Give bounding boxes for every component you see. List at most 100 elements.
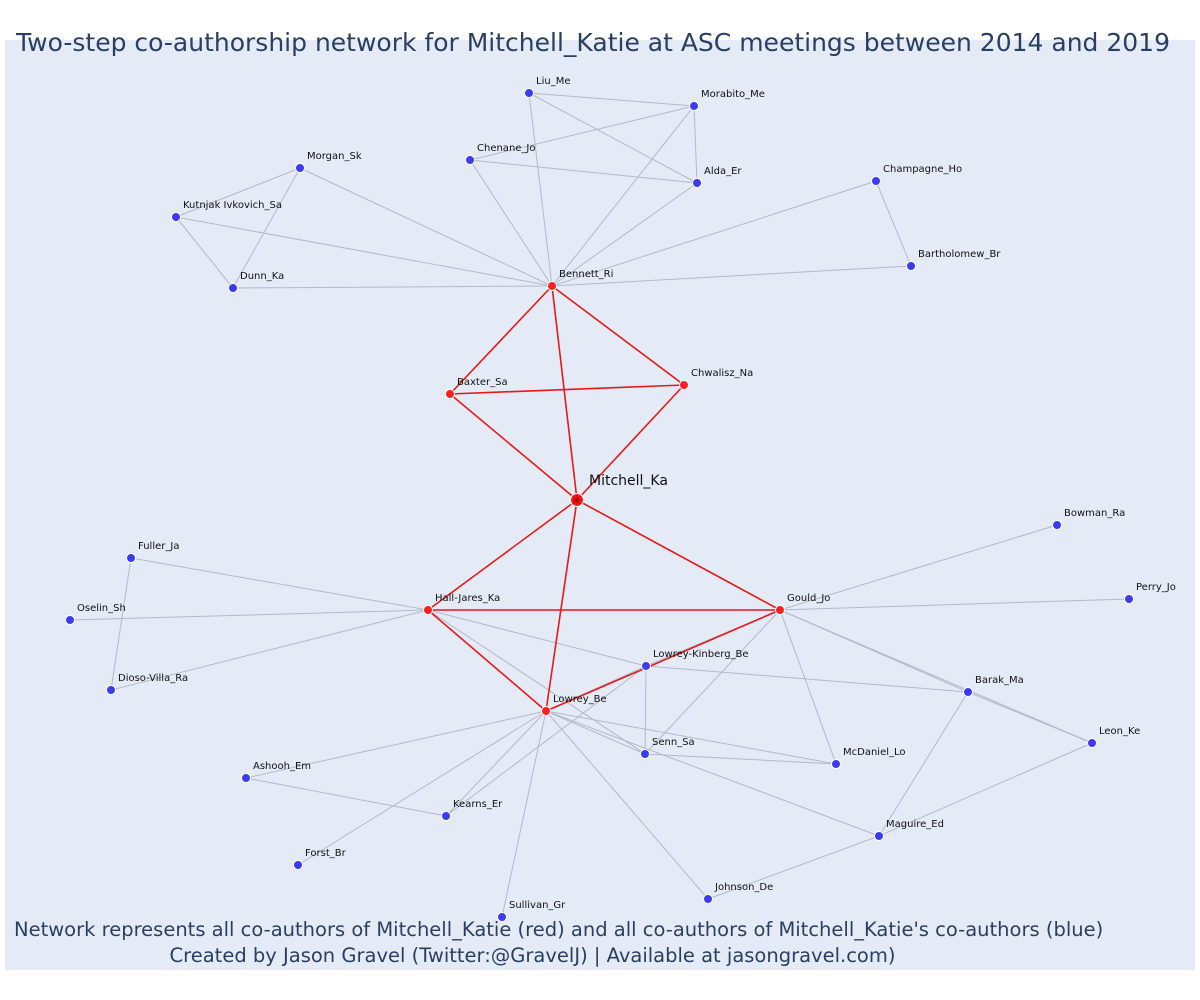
node-dioso-villa-ra[interactable]: [106, 685, 116, 695]
node-label-kearns-er: Kearns_Er: [453, 799, 503, 810]
edge-barak-ma-maguire-ed: [878, 691, 969, 837]
edge-bennett-ri-alda-er: [551, 182, 698, 287]
edge-morabito-me-alda-er: [693, 105, 698, 184]
node-ashooh-em[interactable]: [241, 773, 251, 783]
node-label-kutnjak-ivkovich-sa: Kutnjak Ivkovich_Sa: [183, 200, 282, 211]
edge-ashooh-em-kearns-er: [245, 777, 447, 817]
node-maguire-ed[interactable]: [874, 831, 884, 841]
edge-chenane-jo-morabito-me: [469, 105, 695, 161]
edge-gould-jo-senn-sa: [644, 609, 781, 755]
chart-title: Two-step co-authorship network for Mitch…: [16, 28, 1170, 57]
node-label-bowman-ra: Bowman_Ra: [1064, 508, 1125, 519]
node-hall-jares-ka[interactable]: [423, 605, 433, 615]
edge-gould-jo-bowman-ra: [779, 524, 1058, 611]
node-dunn-ka[interactable]: [228, 283, 238, 293]
node-morabito-me[interactable]: [689, 101, 699, 111]
node-label-oselin-sh: Oselin_Sh: [77, 603, 126, 614]
edge-barak-ma-leon-ke: [967, 691, 1093, 744]
node-label-liu-me: Liu_Me: [536, 76, 570, 87]
edge-bennett-ri-liu-me: [528, 92, 553, 287]
edge-lowrey-kinberg-be-senn-sa: [644, 665, 647, 755]
node-johnson-de[interactable]: [703, 894, 713, 904]
edge-fuller-ja-dioso-villa-ra: [110, 557, 132, 691]
edge-morgan-sk-kutnjak-ivkovich-sa: [175, 167, 301, 218]
node-forst-br[interactable]: [293, 860, 303, 870]
node-label-bennett-ri: Bennett_Ri: [559, 269, 613, 280]
edge-liu-me-alda-er: [528, 92, 698, 184]
node-label-barak-ma: Barak_Ma: [975, 675, 1024, 686]
node-label-alda-er: Alda_Er: [704, 166, 742, 177]
edge-chenane-jo-alda-er: [469, 159, 698, 184]
node-liu-me[interactable]: [524, 88, 534, 98]
node-label-mcdaniel-lo: McDaniel_Lo: [843, 747, 906, 758]
edge-leon-ke-maguire-ed: [878, 742, 1093, 837]
edge-senn-sa-mcdaniel-lo: [644, 753, 837, 765]
node-lowrey-be[interactable]: [541, 706, 551, 716]
node-kearns-er[interactable]: [441, 811, 451, 821]
node-bartholomew-br[interactable]: [906, 261, 916, 271]
node-label-bartholomew-br: Bartholomew_Br: [918, 249, 1001, 260]
node-bowman-ra[interactable]: [1052, 520, 1062, 530]
node-label-perry-jo: Perry_Jo: [1136, 582, 1176, 593]
node-barak-ma[interactable]: [963, 687, 973, 697]
node-oselin-sh[interactable]: [65, 615, 75, 625]
edge-hall-jares-ka-lowrey-kinberg-be: [427, 609, 647, 667]
edge-bennett-ri-morabito-me: [551, 105, 695, 287]
node-label-mitchell-ka: Mitchell_Ka: [589, 473, 668, 489]
edge-liu-me-morabito-me: [528, 92, 695, 107]
edge-lowrey-be-sullivan-gr: [501, 710, 547, 918]
node-label-gould-jo: Gould_Jo: [787, 593, 830, 604]
edge-gould-jo-leon-ke: [779, 609, 1093, 744]
edge-bennett-ri-dunn-ka: [232, 285, 553, 289]
plot-area: [5, 40, 1195, 970]
node-perry-jo[interactable]: [1124, 594, 1134, 604]
node-mcdaniel-lo[interactable]: [831, 759, 841, 769]
edge-bennett-ri-bartholomew-br: [551, 265, 912, 287]
edge-lowrey-be-mcdaniel-lo: [545, 710, 837, 765]
node-morgan-sk[interactable]: [295, 163, 305, 173]
labels-layer: Mitchell_KaBennett_RiBaxter_SaChwalisz_N…: [77, 76, 1176, 911]
node-bennett-ri[interactable]: [547, 281, 557, 291]
node-sullivan-gr[interactable]: [497, 912, 507, 922]
edge-bennett-ri-morgan-sk: [299, 167, 553, 287]
node-champagne-ho[interactable]: [871, 176, 881, 186]
edge-maguire-ed-johnson-de: [707, 835, 880, 900]
edge-baxter-sa-chwalisz-na: [449, 384, 685, 395]
node-label-senn-sa: Senn_Sa: [652, 737, 695, 748]
edge-mitchell-ka-baxter-sa: [449, 393, 578, 501]
node-label-morabito-me: Morabito_Me: [701, 89, 765, 100]
node-label-ashooh-em: Ashooh_Em: [253, 761, 311, 772]
node-lowrey-kinberg-be[interactable]: [641, 661, 651, 671]
edge-lowrey-kinberg-be-kearns-er: [445, 665, 647, 817]
edge-lowrey-be-forst-br: [297, 710, 547, 866]
node-alda-er[interactable]: [692, 178, 702, 188]
edge-lowrey-be-ashooh-em: [245, 710, 547, 779]
edges-layer: [69, 92, 1130, 918]
footer-credit: Created by Jason Gravel (Twitter:@Gravel…: [169, 944, 896, 967]
edge-mitchell-ka-gould-jo: [576, 499, 781, 611]
edge-kutnjak-ivkovich-sa-dunn-ka: [175, 216, 234, 289]
edge-hall-jares-ka-oselin-sh: [69, 609, 429, 621]
node-label-fuller-ja: Fuller_Ja: [138, 541, 179, 552]
edge-morgan-sk-dunn-ka: [232, 167, 301, 289]
edge-lowrey-be-senn-sa: [545, 710, 646, 755]
node-label-maguire-ed: Maguire_Ed: [886, 819, 944, 830]
node-label-leon-ke: Leon_Ke: [1099, 726, 1140, 737]
node-label-dioso-villa-ra: Dioso-Villa_Ra: [118, 673, 188, 684]
node-kutnjak-ivkovich-sa[interactable]: [171, 212, 181, 222]
edge-gould-jo-lowrey-be: [545, 609, 781, 712]
edge-mitchell-ka-hall-jares-ka: [427, 499, 578, 611]
edge-mitchell-ka-chwalisz-na: [576, 384, 685, 501]
node-baxter-sa[interactable]: [445, 389, 455, 399]
node-gould-jo[interactable]: [775, 605, 785, 615]
node-label-dunn-ka: Dunn_Ka: [240, 271, 284, 282]
node-fuller-ja[interactable]: [126, 553, 136, 563]
edge-bennett-ri-chenane-jo: [469, 159, 553, 287]
node-chenane-jo[interactable]: [465, 155, 475, 165]
node-chwalisz-na[interactable]: [679, 380, 689, 390]
node-senn-sa[interactable]: [640, 749, 650, 759]
edge-hall-jares-ka-fuller-ja: [130, 557, 429, 611]
node-leon-ke[interactable]: [1087, 738, 1097, 748]
node-label-baxter-sa: Baxter_Sa: [457, 377, 508, 388]
